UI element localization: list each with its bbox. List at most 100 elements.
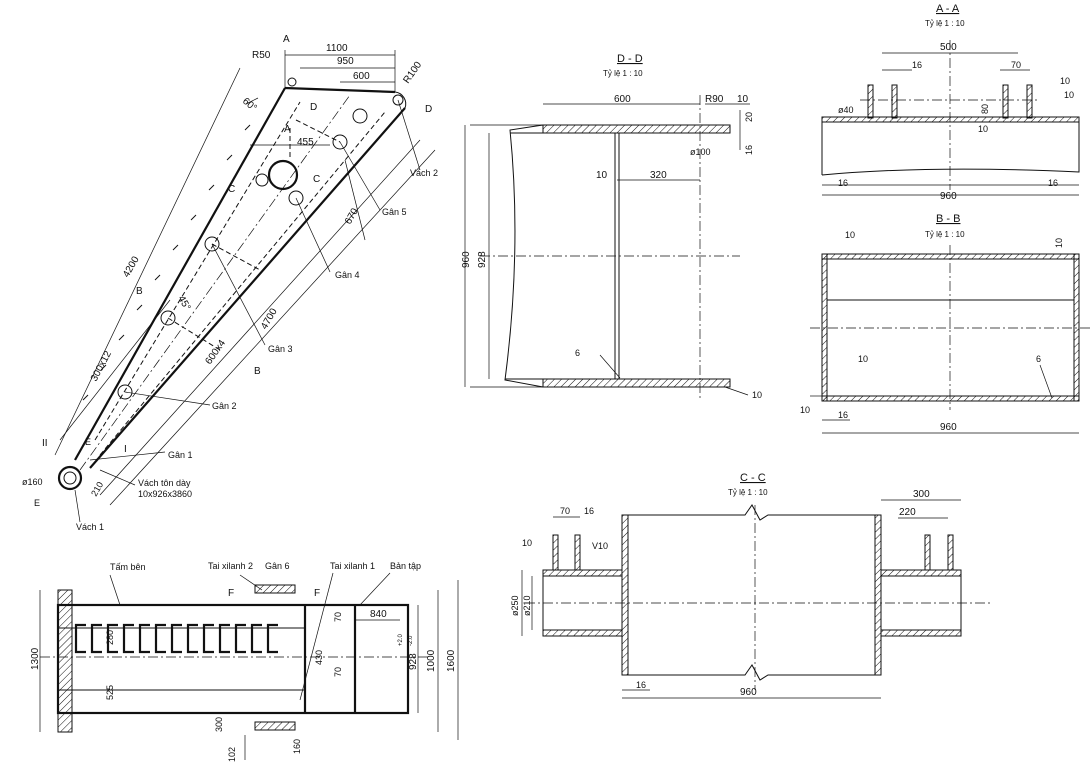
tai-xilanh-1-label: Tai xilanh 1 bbox=[330, 561, 375, 571]
dd-dim-16: 16 bbox=[744, 145, 754, 155]
bb-dim-10-top: 10 bbox=[1054, 238, 1064, 248]
gan-5-label: Gân 5 bbox=[382, 207, 407, 217]
aa-dim-70: 70 bbox=[1011, 60, 1021, 70]
dd-weld-6: 6 bbox=[575, 348, 580, 358]
plan-dim-70-bottom: 70 bbox=[333, 667, 343, 677]
section-aa: A - A Tỷ lệ 1 : 10 500 16 70 10 10 ø40 8… bbox=[821, 3, 1080, 202]
plan-dim-280: 280 bbox=[105, 630, 115, 645]
aa-dim-16-left: 16 bbox=[838, 178, 848, 188]
angle-60: 60° bbox=[240, 96, 259, 114]
aa-dim-960: 960 bbox=[940, 191, 957, 202]
plan-dim-300: 300 bbox=[214, 717, 224, 732]
plan-dim-1300: 1300 bbox=[30, 647, 41, 670]
gan-4-label: Gân 4 bbox=[335, 270, 360, 280]
vach-ton-size-label: 10x926x3860 bbox=[138, 489, 192, 499]
tai-xilanh-2-label: Tai xilanh 2 bbox=[208, 561, 253, 571]
dim-600x4: 600x4 bbox=[203, 338, 228, 367]
section-cc: C - C Tỷ lệ 1 : 10 70 16 10 V10 ø250 ø21… bbox=[510, 472, 990, 699]
gan-6-label: Gân 6 bbox=[265, 561, 290, 571]
plan-dim-430: 430 bbox=[314, 650, 324, 665]
plan-dim-102: 102 bbox=[227, 747, 237, 762]
ban-tap-label: Bản tập bbox=[390, 561, 421, 571]
section-aa-title: A - A bbox=[936, 3, 960, 15]
section-a-marker: A bbox=[283, 34, 290, 45]
gan-3-label: Gân 3 bbox=[268, 344, 293, 354]
plan-dim-1600: 1600 bbox=[446, 649, 457, 672]
dim-4700: 4700 bbox=[259, 306, 280, 331]
cc-dim-300: 300 bbox=[913, 489, 930, 500]
dim-670: 670 bbox=[343, 206, 361, 226]
section-e-marker-bottom: E bbox=[34, 498, 40, 508]
aa-dim-16-right: 16 bbox=[1048, 178, 1058, 188]
plan-tol-minus: -2.0 bbox=[408, 635, 414, 646]
dim-300x12: 300x12 bbox=[89, 349, 114, 384]
section-d-marker-right: D bbox=[425, 104, 432, 115]
aa-dim-d40: ø40 bbox=[838, 105, 854, 115]
dim-455: 455 bbox=[297, 137, 314, 148]
section-bb: B - B Tỷ lệ 1 : 10 10 10 10 6 10 16 960 bbox=[800, 213, 1090, 434]
cc-dim-16-top: 16 bbox=[584, 506, 594, 516]
section-d-marker-left: D bbox=[310, 102, 317, 113]
cc-dim-960: 960 bbox=[740, 687, 757, 698]
dim-950: 950 bbox=[337, 56, 354, 67]
vach-2-label: Vách 2 bbox=[410, 168, 438, 178]
dd-dim-928: 928 bbox=[477, 251, 488, 268]
bb-dim-960: 960 bbox=[940, 422, 957, 433]
cc-dim-d210: ø210 bbox=[522, 595, 532, 616]
bb-weld-6: 6 bbox=[1036, 354, 1041, 364]
gan-2-label: Gân 2 bbox=[212, 401, 237, 411]
dd-dim-960: 960 bbox=[461, 251, 472, 268]
bb-dim-16: 16 bbox=[838, 410, 848, 420]
section-e-marker-top: E bbox=[85, 437, 91, 447]
section-c-marker-left: C bbox=[228, 184, 235, 195]
plan-view: Tấm bên Tai xilanh 2 Gân 6 Tai xilanh 1 … bbox=[30, 561, 459, 762]
r50-label: R50 bbox=[252, 50, 271, 61]
section-b-marker-bottom: B bbox=[254, 366, 261, 377]
dd-dim-10-web: 10 bbox=[596, 170, 608, 181]
dim-d160: ø160 bbox=[22, 477, 43, 487]
roman-i-label: I bbox=[124, 444, 127, 455]
section-dd-scale: Tỷ lệ 1 : 10 bbox=[603, 69, 643, 78]
r100-label: R100 bbox=[401, 59, 424, 85]
roman-ii-label: II bbox=[42, 438, 48, 449]
section-c-marker-right: C bbox=[313, 174, 320, 185]
dim-600: 600 bbox=[353, 71, 370, 82]
section-cc-scale: Tỷ lệ 1 : 10 bbox=[728, 488, 768, 497]
section-f-marker-left: F bbox=[228, 588, 234, 599]
dd-weld-10: 10 bbox=[752, 390, 762, 400]
aa-dim-500: 500 bbox=[940, 42, 957, 53]
cc-dim-d250: ø250 bbox=[510, 595, 520, 616]
dd-dim-d100: ø100 bbox=[690, 147, 711, 157]
section-bb-scale: Tỷ lệ 1 : 10 bbox=[925, 230, 965, 239]
cc-dim-16-bottom: 16 bbox=[636, 680, 646, 690]
plan-tol-plus: +2.0 bbox=[398, 633, 404, 646]
plan-dim-840: 840 bbox=[370, 609, 387, 620]
section-dd: D - D Tỷ lệ 1 : 10 600 R90 10 20 16 ø100… bbox=[461, 53, 762, 400]
vach-ton-day-label: Vách tôn dày bbox=[138, 478, 191, 488]
aa-dim-16-top: 16 bbox=[912, 60, 922, 70]
dd-dim-10-top: 10 bbox=[737, 94, 749, 105]
section-cc-title: C - C bbox=[740, 472, 766, 484]
plan-dim-1000: 1000 bbox=[426, 649, 437, 672]
dd-dim-320: 320 bbox=[650, 170, 667, 181]
section-bb-title: B - B bbox=[936, 213, 960, 225]
section-dd-title: D - D bbox=[617, 53, 643, 65]
cc-weld-10: 10 bbox=[522, 538, 532, 548]
section-f-marker-right: F bbox=[314, 588, 320, 599]
dim-1100: 1100 bbox=[326, 43, 348, 54]
aa-dim-10: 10 bbox=[978, 124, 988, 134]
plan-dim-928: 928 bbox=[408, 653, 419, 670]
dd-dim-600: 600 bbox=[614, 94, 631, 105]
dd-r90: R90 bbox=[705, 94, 724, 105]
gan-1-label: Gân 1 bbox=[168, 450, 193, 460]
cc-dim-70: 70 bbox=[560, 506, 570, 516]
aa-dim-80: 80 bbox=[980, 104, 990, 114]
plan-dim-160: 160 bbox=[292, 739, 302, 754]
dim-210: 210 bbox=[89, 480, 105, 498]
stiffener-array bbox=[74, 623, 278, 654]
tam-ben-label: Tấm bên bbox=[110, 562, 146, 572]
vach-1-label: Vách 1 bbox=[76, 522, 104, 532]
cc-v10: V10 bbox=[592, 541, 608, 551]
bb-dim-10-bottom: 10 bbox=[800, 405, 810, 415]
